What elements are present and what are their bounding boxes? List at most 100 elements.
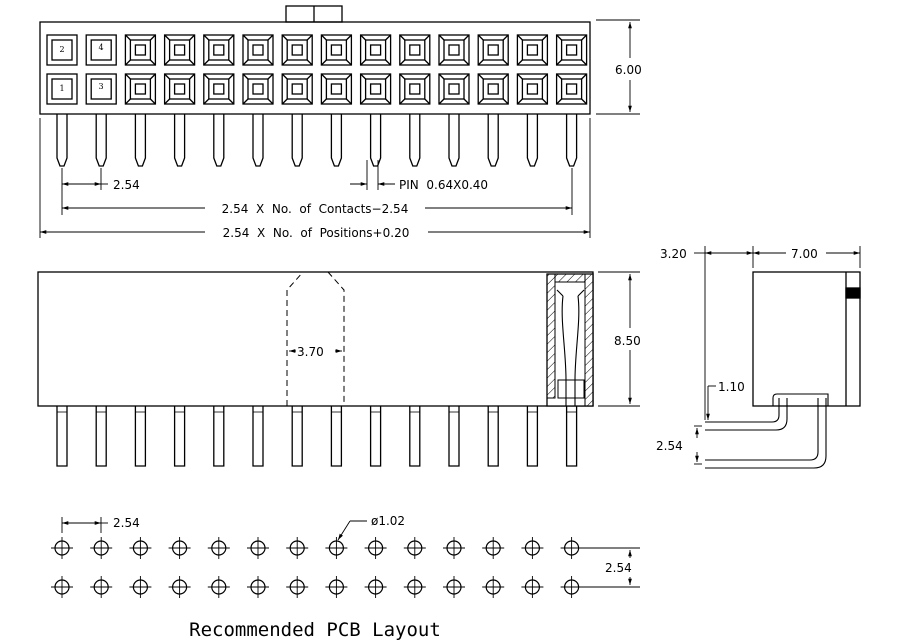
top-view bbox=[39, 5, 591, 167]
contact-cell bbox=[477, 34, 509, 66]
dim-positions: 2.54 X No. of Positions+0.20 bbox=[223, 226, 410, 240]
contact-cell bbox=[203, 34, 235, 66]
top-pin bbox=[330, 114, 343, 167]
top-pin bbox=[134, 114, 147, 167]
pcb-hole bbox=[403, 537, 426, 559]
pcb-hole bbox=[364, 537, 387, 559]
front-pin bbox=[565, 406, 578, 467]
dim-top-height: 6.00 bbox=[615, 63, 642, 77]
contact-cell bbox=[555, 73, 588, 105]
contact-cell bbox=[359, 73, 392, 105]
pcb-layout-caption: Recommended PCB Layout bbox=[189, 619, 441, 641]
pcb-hole bbox=[443, 537, 465, 559]
contact-cell bbox=[46, 73, 78, 105]
contact-cell bbox=[242, 34, 274, 66]
pcb-hole bbox=[325, 537, 348, 559]
top-pin bbox=[409, 114, 421, 167]
top-pin bbox=[291, 114, 303, 167]
pcb-hole bbox=[207, 576, 230, 598]
front-pin bbox=[213, 406, 225, 467]
front-pin bbox=[369, 406, 382, 467]
pcb-hole bbox=[247, 537, 269, 559]
top-pin bbox=[173, 114, 186, 167]
contact-cell bbox=[438, 34, 470, 66]
pcb-holes bbox=[51, 537, 583, 598]
pcb-hole bbox=[482, 537, 505, 559]
pcb-hole bbox=[51, 537, 73, 559]
pin-number-4: 4 bbox=[98, 43, 103, 52]
contact-cell bbox=[320, 34, 353, 66]
front-pin bbox=[56, 406, 68, 467]
top-pin bbox=[95, 114, 107, 167]
front-pin bbox=[409, 406, 421, 467]
pcb-hole bbox=[521, 537, 544, 559]
dim-side-pitch: 2.54 bbox=[656, 439, 683, 453]
pcb-hole bbox=[90, 537, 113, 559]
pin-number-1: 1 bbox=[59, 84, 64, 93]
pcb-hole bbox=[90, 576, 113, 598]
pcb-hole bbox=[403, 576, 426, 598]
contact-cell bbox=[359, 34, 392, 66]
contact-cell bbox=[163, 34, 196, 66]
dim-pcb-hole: ø1.02 bbox=[371, 514, 405, 528]
dim-side-pin: 1.10 bbox=[718, 380, 745, 394]
pin-number-2: 2 bbox=[59, 45, 64, 54]
front-pin bbox=[448, 406, 460, 467]
contact-cell bbox=[399, 73, 431, 105]
contact-cell bbox=[320, 73, 353, 105]
top-dimensions bbox=[39, 19, 640, 238]
pcb-hole bbox=[168, 537, 191, 559]
dim-side-offset: 3.20 bbox=[660, 247, 687, 261]
top-pin bbox=[487, 114, 499, 167]
front-pins bbox=[56, 406, 578, 467]
contact-cell bbox=[555, 34, 588, 66]
front-view-body bbox=[37, 271, 594, 407]
pcb-hole bbox=[560, 537, 583, 559]
pcb-hole bbox=[482, 576, 505, 598]
front-pin bbox=[173, 406, 186, 467]
contact-cell bbox=[85, 73, 117, 105]
front-pin bbox=[291, 406, 303, 467]
contact-cell bbox=[46, 34, 78, 66]
side-view-body bbox=[752, 271, 861, 407]
pcb-hole bbox=[129, 537, 152, 559]
front-pin bbox=[526, 406, 539, 467]
front-pin bbox=[487, 406, 499, 467]
hidden-slot bbox=[286, 271, 345, 406]
contact-cell bbox=[124, 73, 157, 105]
pcb-hole bbox=[521, 576, 544, 598]
pin-number-3: 3 bbox=[98, 82, 103, 91]
top-pin bbox=[369, 114, 382, 167]
pcb-hole bbox=[364, 576, 387, 598]
front-dimensions bbox=[289, 271, 640, 407]
dim-pcb-pitch-y: 2.54 bbox=[605, 561, 632, 575]
contact-cell bbox=[477, 73, 509, 105]
side-view bbox=[705, 271, 861, 469]
pcb-dimensions bbox=[61, 517, 640, 588]
contact-cell bbox=[438, 73, 470, 105]
top-pin bbox=[252, 114, 264, 167]
dim-side-width: 7.00 bbox=[791, 247, 818, 261]
front-pin bbox=[134, 406, 147, 467]
contact-cell bbox=[124, 34, 157, 66]
contact-cell bbox=[281, 73, 313, 105]
top-pin bbox=[565, 114, 578, 167]
contact-cell bbox=[399, 34, 431, 66]
pcb-hole bbox=[286, 576, 309, 598]
top-contacts bbox=[46, 34, 588, 105]
dim-front-height: 8.50 bbox=[614, 334, 641, 348]
top-pin bbox=[56, 114, 68, 167]
pcb-hole bbox=[286, 537, 309, 559]
pcb-hole bbox=[129, 576, 152, 598]
contact-cell bbox=[516, 73, 549, 105]
front-view bbox=[37, 271, 594, 467]
front-pin bbox=[95, 406, 107, 467]
top-pin bbox=[526, 114, 539, 167]
contact-cell bbox=[281, 34, 313, 66]
pcb-hole bbox=[207, 537, 230, 559]
top-pin bbox=[448, 114, 460, 167]
pcb-hole bbox=[443, 576, 465, 598]
dim-slot-width: 3.70 bbox=[297, 345, 324, 359]
